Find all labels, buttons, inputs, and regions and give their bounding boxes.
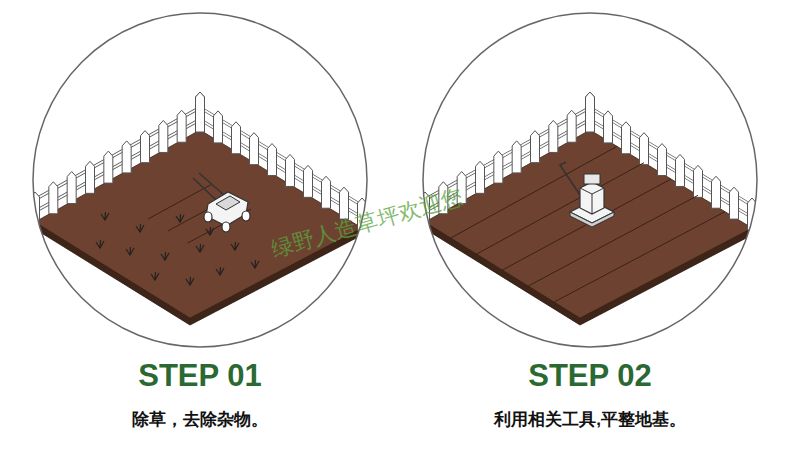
step-number: STEP 01: [0, 358, 410, 394]
circle-outline: [32, 12, 368, 348]
leveling-scene: [421, 92, 757, 325]
weeds: [96, 212, 259, 285]
furrow-lines: [451, 146, 725, 302]
step-circle: STEP 02利用相关工具,平整地基。: [422, 12, 758, 348]
step-number: STEP 02: [380, 358, 790, 394]
step-circle: STEP 01除草，去除杂物。: [32, 12, 368, 348]
ground: [425, 130, 752, 318]
weeding-scene: [31, 92, 367, 325]
step-caption: 利用相关工具,平整地基。: [380, 408, 790, 431]
fence: [196, 92, 367, 230]
circle-outline: [422, 12, 758, 348]
fence: [31, 92, 205, 224]
furrow-lines: [148, 185, 251, 243]
lawn-mower: [193, 173, 250, 232]
step-caption: 除草，去除杂物。: [0, 408, 410, 431]
plate-compactor: [560, 162, 614, 227]
